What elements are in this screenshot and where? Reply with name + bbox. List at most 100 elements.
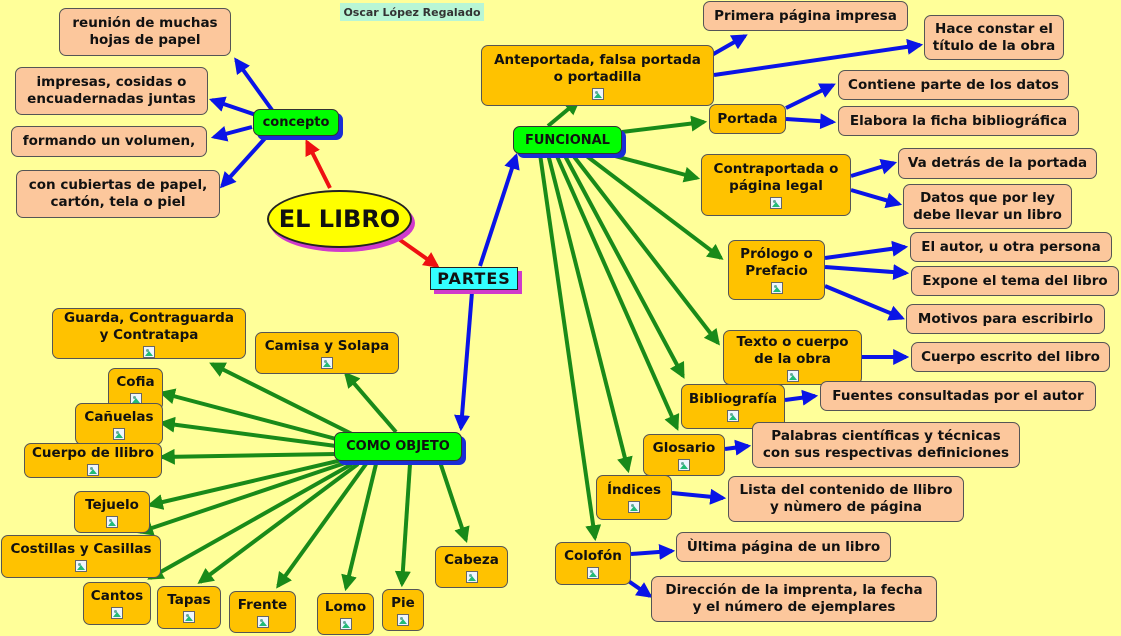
connector-line	[209, 362, 357, 438]
colofon-node[interactable]: Colofón	[555, 542, 631, 585]
image-icon[interactable]	[678, 458, 690, 471]
image-icon[interactable]	[75, 560, 87, 572]
image-icon[interactable]	[786, 369, 799, 382]
image-icon[interactable]	[397, 613, 409, 626]
glosario-node[interactable]: Glosario	[643, 434, 725, 476]
image-icon[interactable]	[628, 501, 640, 513]
prologo-detail[interactable]: El autor, u otra persona	[910, 232, 1112, 262]
image-icon[interactable]	[339, 617, 352, 630]
connector-line	[785, 83, 836, 110]
author-label: Oscar López Regalado	[340, 3, 484, 21]
portada-detail[interactable]: Contiene parte de los datos	[838, 70, 1069, 100]
concepto-item[interactable]: con cubiertas de papel, cartón, tela o p…	[16, 170, 220, 218]
anteportada-detail[interactable]: Hace constar el título de la obra	[924, 15, 1064, 60]
colofon-detail[interactable]: Dirección de la imprenta, la fecha y el …	[651, 576, 937, 622]
objeto-item-tapas[interactable]: Tapas	[157, 586, 221, 629]
connector-line	[785, 113, 837, 130]
objeto-item-cantos[interactable]: Cantos	[83, 582, 151, 625]
anteportada-detail[interactable]: Primera página impresa	[703, 1, 908, 31]
funcional-node[interactable]: FUNCIONAL	[513, 126, 622, 154]
connector-line	[630, 543, 676, 560]
image-icon[interactable]	[111, 607, 123, 619]
image-icon[interactable]	[183, 611, 195, 623]
prologo-node[interactable]: Prólogo o Prefacio	[728, 240, 825, 300]
colofon-detail[interactable]: Ùltima página de un libro	[676, 532, 891, 562]
objeto-item-frente[interactable]: Frente	[229, 591, 296, 633]
image-icon[interactable]	[321, 356, 333, 369]
objeto-item-tejuelo[interactable]: Tejuelo	[74, 491, 150, 533]
connector-line	[158, 416, 337, 448]
objeto-item-cuerpo[interactable]: Cuerpo de llibro	[24, 443, 162, 478]
connector-line	[713, 38, 924, 77]
connector-line	[158, 388, 341, 442]
image-icon[interactable]	[113, 427, 125, 440]
prologo-detail[interactable]: Expone el tema del libro	[911, 266, 1119, 296]
central-node[interactable]: EL LIBRO	[267, 190, 412, 248]
objeto-item-cabeza[interactable]: Cabeza	[435, 546, 508, 588]
connector-line	[538, 153, 602, 542]
portada-node[interactable]: Portada	[709, 104, 786, 134]
image-icon[interactable]	[770, 282, 783, 294]
image-icon[interactable]	[465, 570, 478, 583]
connector-line	[146, 458, 343, 510]
image-icon[interactable]	[591, 87, 604, 100]
connector-line	[546, 153, 633, 474]
glosario-detail[interactable]: Palabras científicas y técnicas con sus …	[752, 422, 1020, 468]
connector-line	[158, 448, 337, 465]
bibliografia-node[interactable]: Bibliografía	[681, 384, 785, 429]
connector-line	[234, 57, 274, 112]
concepto-item[interactable]: formando un volumen,	[11, 126, 207, 157]
connector-line	[394, 463, 412, 588]
connector-line	[276, 462, 368, 589]
objeto-item-lomo[interactable]: Lomo	[317, 593, 374, 635]
texto-detail[interactable]: Cuerpo escrito del libro	[911, 342, 1110, 372]
image-icon[interactable]	[87, 464, 99, 476]
connector-line	[210, 125, 253, 142]
anteportada-node[interactable]: Anteportada, falsa portada o portadilla	[481, 45, 714, 106]
connector-line	[784, 389, 819, 406]
connector-line	[478, 152, 520, 267]
connector-line	[570, 152, 720, 346]
concepto-item[interactable]: reunión de muchas hojas de papel	[59, 8, 231, 56]
connector-line	[208, 96, 257, 117]
objeto-item-camisa[interactable]: Camisa y Solapa	[255, 332, 399, 374]
connector-line	[709, 34, 748, 58]
contraportada-detail[interactable]: Va detrás de la portada	[898, 148, 1097, 179]
image-icon[interactable]	[106, 515, 118, 528]
connector-line	[454, 291, 474, 432]
image-icon[interactable]	[143, 345, 155, 358]
connector-line	[197, 462, 360, 584]
partes-node[interactable]: PARTES	[430, 267, 518, 290]
connector-line	[554, 153, 680, 431]
image-icon[interactable]	[256, 615, 269, 628]
contraportada-node[interactable]: Contraportada o página legal	[701, 154, 851, 216]
connector-line	[562, 153, 685, 379]
image-icon[interactable]	[727, 410, 739, 422]
connector-line	[671, 488, 727, 505]
objeto-item-guarda[interactable]: Guarda, Contraguarda y Contratapa	[52, 308, 246, 359]
connector-line	[341, 463, 378, 592]
connector-line	[438, 461, 470, 544]
connector-line	[305, 139, 332, 189]
connector-line	[824, 264, 910, 281]
bibliografia-detail[interactable]: Fuentes consultadas por el autor	[820, 381, 1096, 411]
connector-line	[582, 152, 724, 260]
connector-line	[850, 159, 898, 178]
image-icon[interactable]	[770, 197, 782, 209]
indices-node[interactable]: Índices	[596, 475, 672, 520]
portada-detail[interactable]: Elabora la ficha bibliográfica	[838, 106, 1079, 136]
connector-line	[621, 115, 708, 134]
concepto-item[interactable]: impresas, cosidas o encuadernadas juntas	[15, 67, 208, 115]
connector-line	[724, 439, 752, 456]
objeto-item-pie[interactable]: Pie	[382, 589, 424, 631]
contraportada-detail[interactable]: Datos que por ley debe llevar un libro	[903, 184, 1072, 229]
texto-node[interactable]: Texto o cuerpo de la obra	[723, 330, 862, 385]
indices-detail[interactable]: Lista del contenido de llibro y nùmero d…	[728, 476, 964, 522]
prologo-detail[interactable]: Motivos para escribirlo	[906, 304, 1105, 334]
objeto-node[interactable]: COMO OBJETO	[334, 432, 462, 461]
objeto-item-canuelas[interactable]: Cañuelas	[75, 403, 163, 445]
image-icon[interactable]	[587, 567, 599, 579]
objeto-item-costillas[interactable]: Costillas y Casillas	[1, 535, 161, 578]
concepto-node[interactable]: concepto	[253, 109, 339, 136]
